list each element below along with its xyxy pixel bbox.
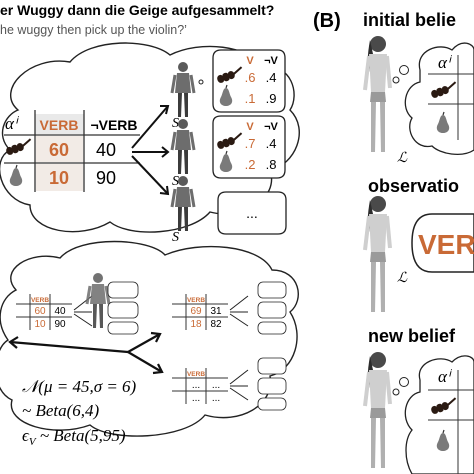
mini-cell: ... (192, 393, 200, 404)
observation-title: observatio (368, 176, 459, 196)
table-cell-violin-not-verb: 40 (96, 140, 116, 160)
bottom-thought-cloud (0, 240, 299, 437)
listener-label: ℒ (397, 151, 408, 166)
listener-figure-icon (363, 350, 392, 470)
mini-cell: 69 (190, 306, 202, 317)
belief-alpha: αⁱ (438, 53, 453, 72)
mini-cell: ... (212, 393, 220, 404)
speaker-pear-v: .1 (245, 91, 256, 106)
mini-table-3: VERB ... ... ... ... (172, 357, 287, 411)
speaker-v-header: V (246, 121, 254, 133)
mini-col-verb: VERB (31, 297, 49, 304)
speaker-1: S V ¬V .6 .4 .1 .9 (170, 49, 286, 131)
table-col-not-verb: ¬VERB (90, 117, 137, 133)
mini-table-2: VERB 69 31 18 82 (172, 281, 287, 335)
formula-beta-1: ~ Beta(6,4) (22, 401, 100, 420)
table-cell-pear-not-verb: 90 (96, 168, 116, 188)
speaker-label: S (172, 174, 179, 189)
speaker-pear-nv: .8 (266, 157, 277, 172)
mini-cell: 90 (54, 319, 66, 330)
speaker-3: S ... (170, 174, 287, 245)
listener-figure-icon (363, 34, 392, 154)
speaker-v-header: V (246, 55, 254, 67)
speaker-pear-nv: .9 (266, 91, 277, 106)
mini-table-1: VERB 60 40 10 90 (16, 271, 139, 335)
mini-col-verb: VERB (187, 297, 205, 304)
panel-b: (B) initial belie ℒ αⁱ observatio ℒ VERB… (313, 10, 474, 474)
verb-header-bg (35, 114, 84, 134)
speaker-violin-nv: .4 (266, 136, 277, 151)
new-belief-title: new belief (368, 326, 456, 346)
speaker-violin-nv: .4 (266, 70, 277, 85)
prior-formulas: 𝒩(μ = 45,σ = 6) ~ Beta(6,4) ϵV ~ Beta(5,… (22, 377, 137, 448)
mini-cell: 10 (34, 319, 46, 330)
belief-table: αⁱ VERB ¬VERB 60 40 10 90 (4, 110, 140, 192)
formula-beta-2: ϵV ~ Beta(5,95) (22, 426, 126, 448)
mini-cell: ... (212, 380, 220, 391)
mini-cell: 82 (210, 319, 222, 330)
speaker-nv-header: ¬V (264, 55, 278, 67)
table-alpha: αⁱ (5, 114, 20, 133)
mini-cell: 18 (190, 319, 202, 330)
header-english: he wuggy then pick up the violin?’ (0, 23, 187, 37)
sample-arrows (8, 331, 164, 375)
listener-figure-icon (363, 194, 392, 314)
header-german: er Wuggy dann die Geige aufgesammelt? (0, 2, 274, 18)
mini-cell: 40 (54, 306, 66, 317)
speaker-pear-v: .2 (245, 157, 256, 172)
table-cell-violin-verb: 60 (49, 140, 69, 160)
speaker-2: S V ¬V .7 .4 .2 .8 (170, 115, 286, 189)
initial-belief-title: initial belie (363, 10, 456, 30)
mini-cell: 31 (210, 306, 222, 317)
mini-cell: 60 (34, 306, 46, 317)
speaker-ellipsis: ... (246, 205, 258, 221)
panel-b-label: (B) (313, 10, 341, 32)
table-col-verb: VERB (40, 117, 79, 133)
new-belief-alpha: αⁱ (438, 367, 453, 386)
speaker-nv-header: ¬V (264, 121, 278, 133)
table-cell-pear-verb: 10 (49, 168, 69, 188)
formula-normal: 𝒩(μ = 45,σ = 6) (22, 377, 137, 396)
mini-cell: ... (192, 380, 200, 391)
observed-word: VERB (418, 229, 474, 260)
speaker-violin-v: .7 (245, 136, 256, 151)
speaker-arrows (131, 105, 170, 196)
speaker-violin-v: .6 (245, 70, 256, 85)
speaker-label: S (172, 116, 179, 131)
speaker-label: S (172, 230, 179, 245)
mini-col-verb: VERB (187, 371, 205, 378)
listener-label: ℒ (397, 271, 408, 286)
